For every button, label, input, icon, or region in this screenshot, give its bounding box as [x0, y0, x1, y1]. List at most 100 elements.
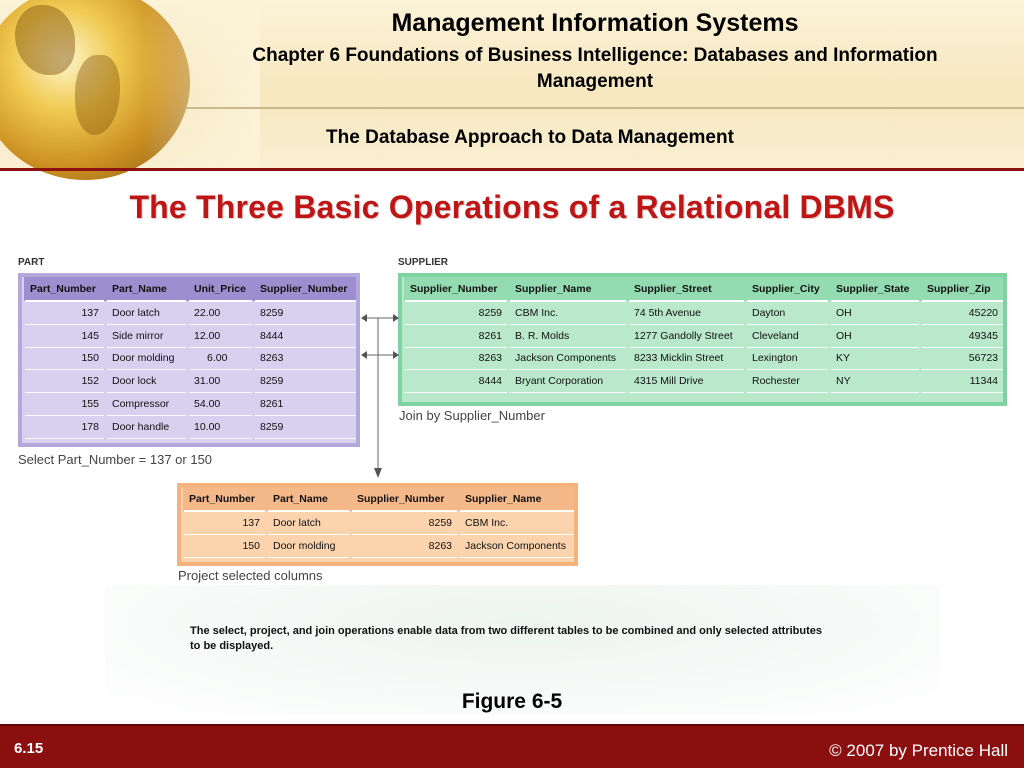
- table-cell: 4315 Mill Drive: [627, 369, 747, 394]
- table-cell: 49345: [920, 324, 1003, 348]
- table-cell: CBM Inc.: [458, 511, 574, 535]
- column-header: Supplier_Name: [458, 487, 574, 512]
- supplier-table-label: SUPPLIER: [398, 257, 449, 268]
- table-cell: 8261: [403, 324, 510, 348]
- table-cell: Door molding: [266, 534, 352, 558]
- table-header-row: Part_Number Part_Name Supplier_Number Su…: [182, 487, 574, 512]
- background-map: [105, 585, 940, 715]
- table-cell: 8233 Micklin Street: [627, 347, 747, 371]
- table-cell: 137: [23, 301, 107, 325]
- table-cell: 150: [182, 534, 268, 558]
- arrow-head: [361, 351, 367, 359]
- table-cell: 6.00: [187, 347, 255, 371]
- table-cell: Compressor: [105, 392, 189, 416]
- table-cell: OH: [829, 301, 922, 325]
- join-arrows: [361, 314, 399, 478]
- table-cell: 12.00: [187, 324, 255, 348]
- footer-line: [0, 724, 1024, 726]
- result-table-caption: Project selected columns: [178, 568, 323, 583]
- table-cell: 8263: [350, 534, 460, 558]
- header-divider: [185, 107, 1024, 109]
- table-cell: Jackson Components: [508, 347, 629, 371]
- table-cell: 8259: [253, 369, 356, 394]
- table-cell: 178: [23, 415, 107, 439]
- column-header: Part_Number: [182, 487, 268, 512]
- table-cell: 8259: [253, 301, 356, 325]
- result-table: Part_Number Part_Name Supplier_Number Su…: [177, 483, 578, 566]
- table-cell: 152: [23, 369, 107, 394]
- table-cell: 8263: [253, 347, 356, 371]
- part-table-caption: Select Part_Number = 137 or 150: [18, 452, 213, 467]
- table-cell: CBM Inc.: [508, 301, 629, 325]
- table-cell: 54.00: [187, 392, 255, 416]
- copyright: © 2007 by Prentice Hall: [829, 741, 1008, 760]
- table-cell: 8259: [403, 301, 510, 325]
- slide-title: The Three Basic Operations of a Relation…: [129, 189, 895, 225]
- table-cell: 45220: [920, 301, 1003, 325]
- section-title: The Database Approach to Data Management: [326, 127, 734, 148]
- table-cell: Door latch: [266, 511, 352, 535]
- header-fade: [0, 0, 260, 170]
- table-cell: 1277 Gandolly Street: [627, 324, 747, 348]
- table-cell: Lexington: [745, 347, 831, 371]
- table-cell: 11344: [920, 369, 1003, 394]
- part-table: Part_Number Part_Name Unit_Price Supplie…: [18, 273, 360, 447]
- table-cell: Door lock: [105, 369, 189, 394]
- table-cell: Side mirror: [105, 324, 189, 348]
- course-title: Management Information Systems: [391, 9, 799, 37]
- table-cell: Door handle: [105, 415, 189, 439]
- table-cell: 8444: [253, 324, 356, 348]
- table-cell: 56723: [920, 347, 1003, 371]
- supplier-table-caption: Join by Supplier_Number: [399, 408, 545, 423]
- table-cell: 74 5th Avenue: [627, 301, 747, 325]
- arrow-head: [393, 314, 399, 322]
- table-cell: KY: [829, 347, 922, 371]
- figure-label: Figure 6-5: [461, 690, 563, 713]
- table-cell: Rochester: [745, 369, 831, 394]
- table-cell: Cleveland: [745, 324, 831, 348]
- table-cell: Door latch: [105, 301, 189, 325]
- supplier-table: Supplier_Number Supplier_Name Supplier_S…: [398, 273, 1007, 406]
- table-cell: 8261: [253, 392, 356, 416]
- column-header: Supplier_Name: [508, 277, 629, 302]
- arrow-head: [393, 351, 399, 359]
- table-cell: 137: [182, 511, 268, 535]
- table-header-row: Part_Number Part_Name Unit_Price Supplie…: [23, 277, 356, 302]
- result-grid: Part_Number Part_Name Supplier_Number Su…: [181, 487, 574, 558]
- chapter-title: Chapter 6 Foundations of Business Intell…: [252, 45, 938, 92]
- part-grid: Part_Number Part_Name Unit_Price Supplie…: [22, 277, 356, 439]
- column-header: Supplier_Number: [253, 277, 356, 302]
- table-cell: OH: [829, 324, 922, 348]
- column-header: Supplier_Number: [350, 487, 460, 512]
- table-cell: NY: [829, 369, 922, 394]
- column-header: Part_Name: [266, 487, 352, 512]
- column-header: Supplier_City: [745, 277, 831, 302]
- column-header: Part_Name: [105, 277, 189, 302]
- column-header: Supplier_Street: [627, 277, 747, 302]
- table-cell: Dayton: [745, 301, 831, 325]
- table-cell: 10.00: [187, 415, 255, 439]
- column-header: Unit_Price: [187, 277, 255, 302]
- table-cell: 8263: [403, 347, 510, 371]
- table-cell: 145: [23, 324, 107, 348]
- table-cell: 8444: [403, 369, 510, 394]
- supplier-grid: Supplier_Number Supplier_Name Supplier_S…: [402, 277, 1003, 394]
- column-header: Part_Number: [23, 277, 107, 302]
- table-cell: B. R. Molds: [508, 324, 629, 348]
- arrow-head: [361, 314, 367, 322]
- down-arrow-icon: [374, 468, 382, 478]
- table-cell: Bryant Corporation: [508, 369, 629, 394]
- header-rule: [0, 168, 1024, 171]
- slide-number: 6.15: [14, 740, 44, 757]
- column-header: Supplier_Zip: [920, 277, 1003, 302]
- table-cell: 22.00: [187, 301, 255, 325]
